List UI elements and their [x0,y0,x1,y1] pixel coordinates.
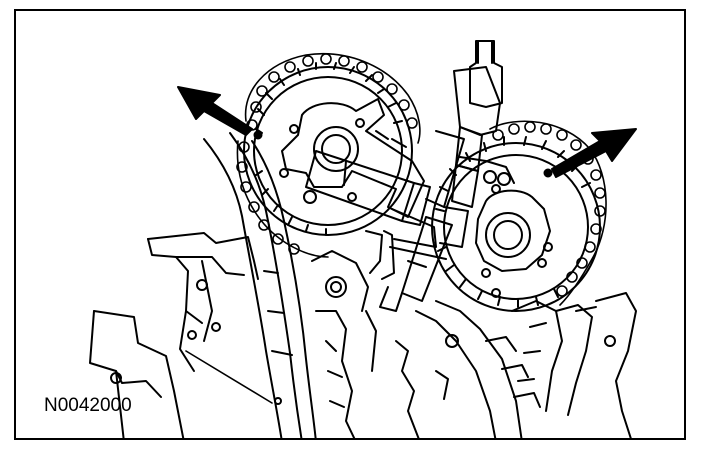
engine-timing-illustration [89,40,637,438]
left-housing [89,232,259,438]
right-camshaft-sprocket [431,136,601,312]
figure-frame: N0042000 [14,9,686,440]
alignment-arrows [177,86,637,178]
leader-line [185,350,273,404]
right-arrow-icon [551,128,637,178]
camshaft-holding-tool [305,150,447,260]
figure-id-label: N0042000 [44,395,132,416]
left-chain-guide [203,132,317,438]
lower-center-components [311,230,427,438]
left-arrow-icon [177,86,253,136]
left-camshaft-sprocket [243,62,425,236]
right-chain-guides [395,292,637,438]
